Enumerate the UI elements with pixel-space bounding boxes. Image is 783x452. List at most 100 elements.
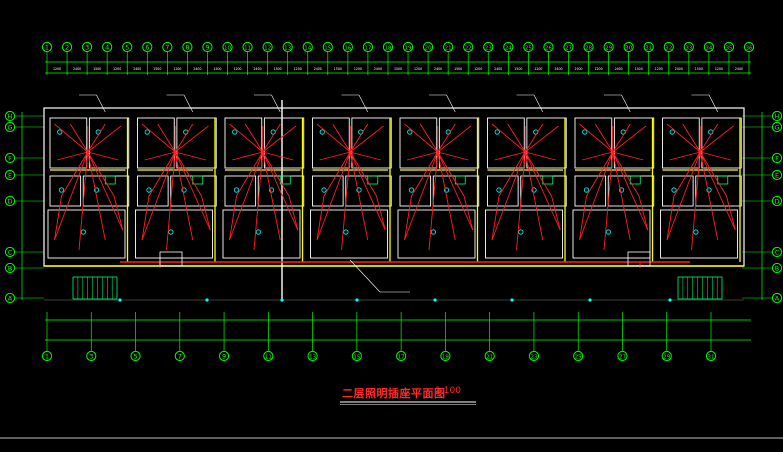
axis-top-9: 9 [202, 41, 213, 53]
axis-bubble-label: 18 [384, 46, 391, 52]
axis-bubble-label: 3 [89, 353, 93, 361]
wiring-run [229, 151, 264, 241]
axis-bubble-label: H [8, 113, 13, 121]
axis-right-F: F [771, 152, 783, 164]
wiring-run [437, 151, 465, 197]
wiring-run [699, 123, 719, 153]
light-fixture [168, 229, 174, 235]
dim-text-top: 1200 [354, 67, 362, 71]
wiring-run [666, 123, 701, 153]
axis-bubble-circle [4, 110, 16, 122]
axis-bubble-circle [102, 41, 113, 53]
light-fixture [494, 129, 500, 135]
light-fixture [356, 187, 362, 193]
wiring-run [262, 123, 281, 153]
axis-top-31: 31 [643, 41, 654, 53]
dim-text-top: 1500 [454, 67, 462, 71]
axis-bubble-label: A [8, 295, 13, 303]
axis-bubble-label: G [774, 124, 779, 132]
wiring-run [437, 151, 469, 161]
axis-bubble-circle [307, 350, 318, 362]
wiring-run [288, 195, 299, 231]
dim-text-top: 1200 [233, 67, 241, 71]
axis-bubble-circle [663, 41, 674, 53]
light-fixture [618, 187, 625, 193]
axis-left-G: G [4, 121, 16, 133]
wiring-run [498, 151, 526, 197]
entry-stair [159, 251, 183, 267]
wiring-run [494, 151, 526, 161]
wiring-run [437, 123, 456, 153]
wiring-run [87, 151, 106, 241]
axis-bubble-circle [82, 41, 93, 53]
axis-bubble-label: E [8, 172, 12, 180]
wiring-run [262, 151, 294, 161]
apartment-unit [572, 94, 655, 262]
axis-bubble-circle [528, 350, 540, 362]
wiring-run [579, 123, 614, 153]
axis-bubble-circle [86, 350, 97, 362]
wiring-run [262, 151, 281, 241]
dim-text-top: 1200 [655, 67, 663, 71]
axis-right-A: A [771, 292, 783, 304]
wiring-run [316, 151, 351, 241]
wiring-run [699, 151, 736, 231]
axis-bubble-label: 34 [705, 46, 712, 52]
drawing-scale: 1:100 [435, 386, 461, 396]
axis-bottom-15: 15 [351, 350, 362, 362]
wiring-run [419, 123, 439, 153]
axis-bubble-label: 13 [284, 46, 291, 52]
axis-top-5: 5 [122, 41, 133, 53]
axis-bubble-label: G [7, 124, 12, 132]
axis-bubble-label: 4 [105, 44, 109, 52]
axis-bubble-label: 26 [545, 46, 552, 52]
wiring-run [349, 123, 369, 153]
light-fixture [93, 187, 100, 193]
distribution-box [192, 175, 204, 185]
light-fixture [80, 229, 86, 235]
light-fixture [233, 187, 240, 193]
wiring-run [229, 195, 237, 241]
axis-bubble-label: 30 [625, 46, 632, 52]
dim-text-top: 1500 [153, 67, 161, 71]
wiring-run [525, 151, 556, 161]
axis-bubble-label: B [775, 265, 779, 273]
axis-bubble-circle [703, 41, 714, 53]
axis-bubble-label: A [775, 295, 780, 303]
dim-text-top: 1500 [334, 67, 342, 71]
dim-text-top: 2400 [133, 67, 141, 71]
room-bath [345, 175, 392, 207]
room-kitchen [662, 175, 694, 207]
axis-bottom-27: 27 [617, 350, 628, 362]
axis-bubble-circle [771, 110, 783, 122]
light-fixture [181, 187, 187, 193]
axis-bottom-11: 11 [263, 350, 274, 362]
light-fixture [255, 229, 261, 235]
axis-bubble-label: 23 [485, 46, 492, 52]
leader-line [96, 94, 106, 113]
distribution-box [367, 175, 379, 185]
axis-bubble-label: 2 [65, 44, 69, 52]
axis-top-21: 21 [443, 41, 454, 53]
axis-bubble-circle [202, 41, 213, 53]
grade-marker [280, 298, 284, 302]
axis-bubble-circle [396, 350, 407, 362]
axis-top-36: 36 [743, 41, 755, 53]
room-bedroom [176, 117, 217, 169]
dim-text-top: 2400 [494, 67, 502, 71]
wiring-run [516, 151, 526, 251]
axis-bubble-label: 7 [178, 353, 182, 361]
axis-bubble-circle [61, 41, 73, 53]
axis-bubble-circle [182, 41, 193, 53]
entry-stair [627, 251, 651, 267]
wiring-run [262, 151, 299, 231]
dim-text-top: 1500 [514, 67, 522, 71]
wiring-run [262, 125, 297, 153]
axis-bubble-label: 29 [605, 46, 612, 52]
axis-left-E: E [4, 169, 16, 181]
wiring-run [491, 123, 526, 153]
light-fixture [583, 187, 590, 193]
wiring-run [141, 151, 176, 241]
axis-top-11: 11 [242, 41, 253, 53]
